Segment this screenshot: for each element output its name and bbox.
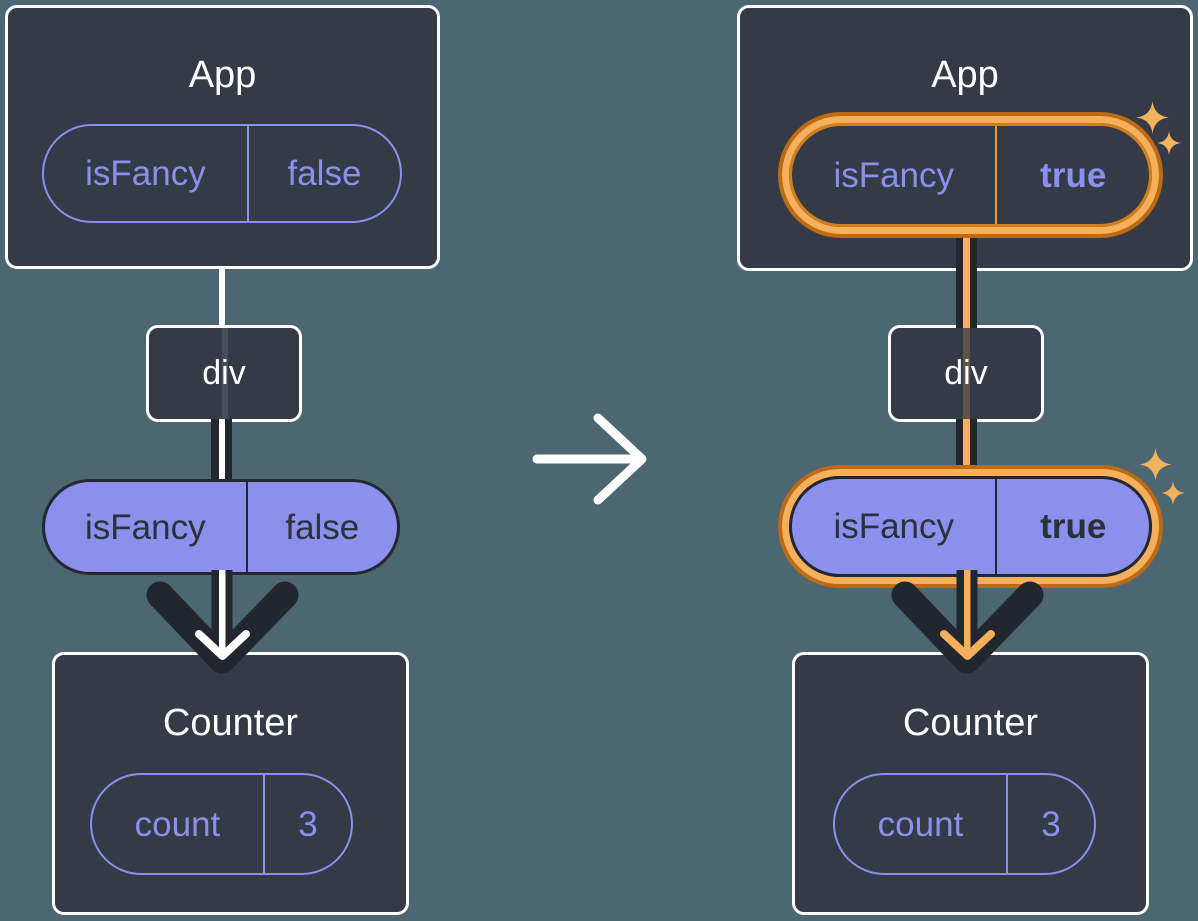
right-counter-title: Counter [902,702,1039,744]
transition-arrow-icon [532,413,647,505]
left-div-ghost-line [222,328,228,419]
state-name: isFancy [44,126,249,221]
state-name: isFancy [792,126,998,224]
state-name: count [92,775,265,873]
sparkle-icon [1139,448,1172,481]
right-app-state-pill: isFancy true [789,123,1152,227]
left-prop-pill: isFancy false [42,479,400,575]
prop-name: isFancy [792,479,998,574]
right-pipe-core [963,236,970,328]
right-pipe-app-div [956,236,977,328]
state-value: 3 [1041,804,1061,844]
prop-value: false [285,507,360,547]
left-edge-app-div [219,266,225,328]
right-prop-pill: isFancy true [789,476,1152,577]
right-div-ghost-line [963,328,970,419]
right-prop-arrow-icon [891,570,1044,674]
right-app-title: App [931,54,999,96]
left-app-box: App isFancy false [5,5,440,269]
right-div-box: div [888,325,1044,422]
highlight-ring-inner: isFancy true [782,469,1159,584]
left-counter-state-pill: count 3 [90,773,353,875]
right-div-label: div [944,354,988,392]
state-value: false [287,154,362,193]
right-pipe-core [963,419,970,481]
right-counter-box: Counter count 3 [792,652,1149,915]
left-app-title: App [188,54,257,96]
right-counter-state-pill: count 3 [833,773,1096,875]
highlight-ring-inner: isFancy true [782,116,1159,234]
sparkle-icon [1157,131,1181,155]
prop-name: isFancy [45,482,248,572]
left-div-label: div [202,354,246,392]
prop-value: true [1040,507,1107,546]
left-counter-title: Counter [162,702,299,744]
left-app-state-pill: isFancy false [42,124,402,223]
left-counter-box: Counter count 3 [52,652,409,915]
left-prop-arrow-icon [146,570,299,674]
sparkle-icon [1161,481,1185,505]
state-value: 3 [298,804,318,844]
left-pipe-div-prop [211,419,232,481]
left-pipe-core [218,419,225,481]
state-name: count [835,775,1008,873]
right-prop-highlight-ring: isFancy true [778,465,1163,588]
right-app-state-highlight-ring: isFancy true [778,112,1163,238]
sparkle-icon [1136,101,1169,134]
state-value: true [1040,155,1107,195]
left-div-box: div [146,325,302,422]
